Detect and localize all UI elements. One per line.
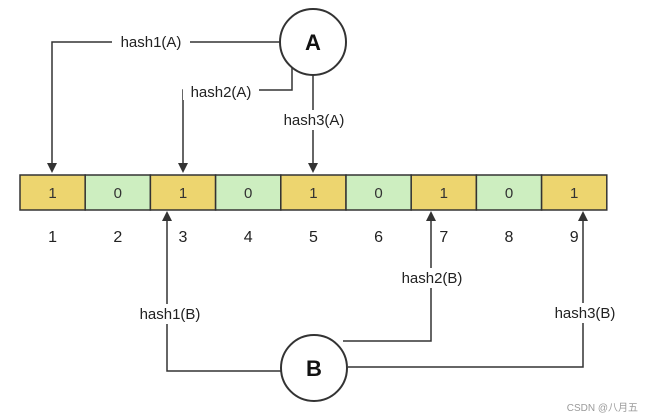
bit-value: 1 [440, 185, 448, 202]
bit-value: 0 [244, 185, 252, 202]
bit-value: 1 [570, 185, 578, 202]
bit-index: 8 [505, 229, 514, 246]
bit-cell [19, 174, 86, 211]
node-b-label: B [306, 356, 322, 381]
edge-b-hash1 [162, 211, 281, 372]
node-a-label: A [305, 30, 321, 55]
edge-a-hash2 [178, 64, 293, 173]
label-hash3-a: hash3(A) [284, 112, 345, 129]
bit-index: 5 [309, 229, 318, 246]
bit-index: 1 [48, 229, 57, 246]
label-hash1-a: hash1(A) [121, 34, 182, 51]
bit-cell [345, 174, 412, 211]
bit-value: 0 [374, 185, 382, 202]
bit-cell [280, 174, 347, 211]
bit-value: 0 [114, 185, 122, 202]
bit-index: 3 [179, 229, 188, 246]
bit-index: 2 [113, 229, 122, 246]
bit-index: 9 [570, 229, 579, 246]
node-a: A [279, 8, 347, 76]
edges-from-b [162, 211, 588, 372]
node-b-circle [280, 334, 348, 402]
bit-value: 0 [505, 185, 513, 202]
label-hash3-b: hash3(B) [555, 305, 616, 322]
bit-value: 1 [48, 185, 56, 202]
bit-index: 4 [244, 229, 253, 246]
bit-cell [149, 174, 217, 211]
bit-value: 1 [309, 185, 317, 202]
bit-cell [540, 174, 608, 211]
bit-cell [84, 174, 152, 211]
bit-index: 6 [374, 229, 383, 246]
index-row: 1 2 3 4 5 6 7 8 9 [48, 229, 579, 246]
label-hash2-b: hash2(B) [402, 270, 463, 287]
edge-a-hash1 [47, 41, 280, 173]
label-hash2-a: hash2(A) [191, 84, 252, 101]
label-hash1-b: hash1(B) [140, 306, 201, 323]
node-b: B [280, 334, 348, 402]
bit-array: 1 0 1 0 1 0 1 0 1 [19, 174, 608, 211]
edge-labels: hash1(A) hash2(A) hash3(A) hash1(B) hash… [112, 33, 623, 324]
bit-index: 7 [439, 229, 448, 246]
bit-cell [410, 174, 478, 211]
edges-from-a [47, 41, 318, 173]
bit-value: 1 [179, 185, 187, 202]
edge-b-hash3 [348, 211, 588, 368]
node-a-circle [279, 8, 347, 76]
bit-cell [475, 174, 543, 211]
watermark: CSDN @八月五 [567, 402, 638, 414]
edge-b-hash2 [343, 211, 436, 342]
